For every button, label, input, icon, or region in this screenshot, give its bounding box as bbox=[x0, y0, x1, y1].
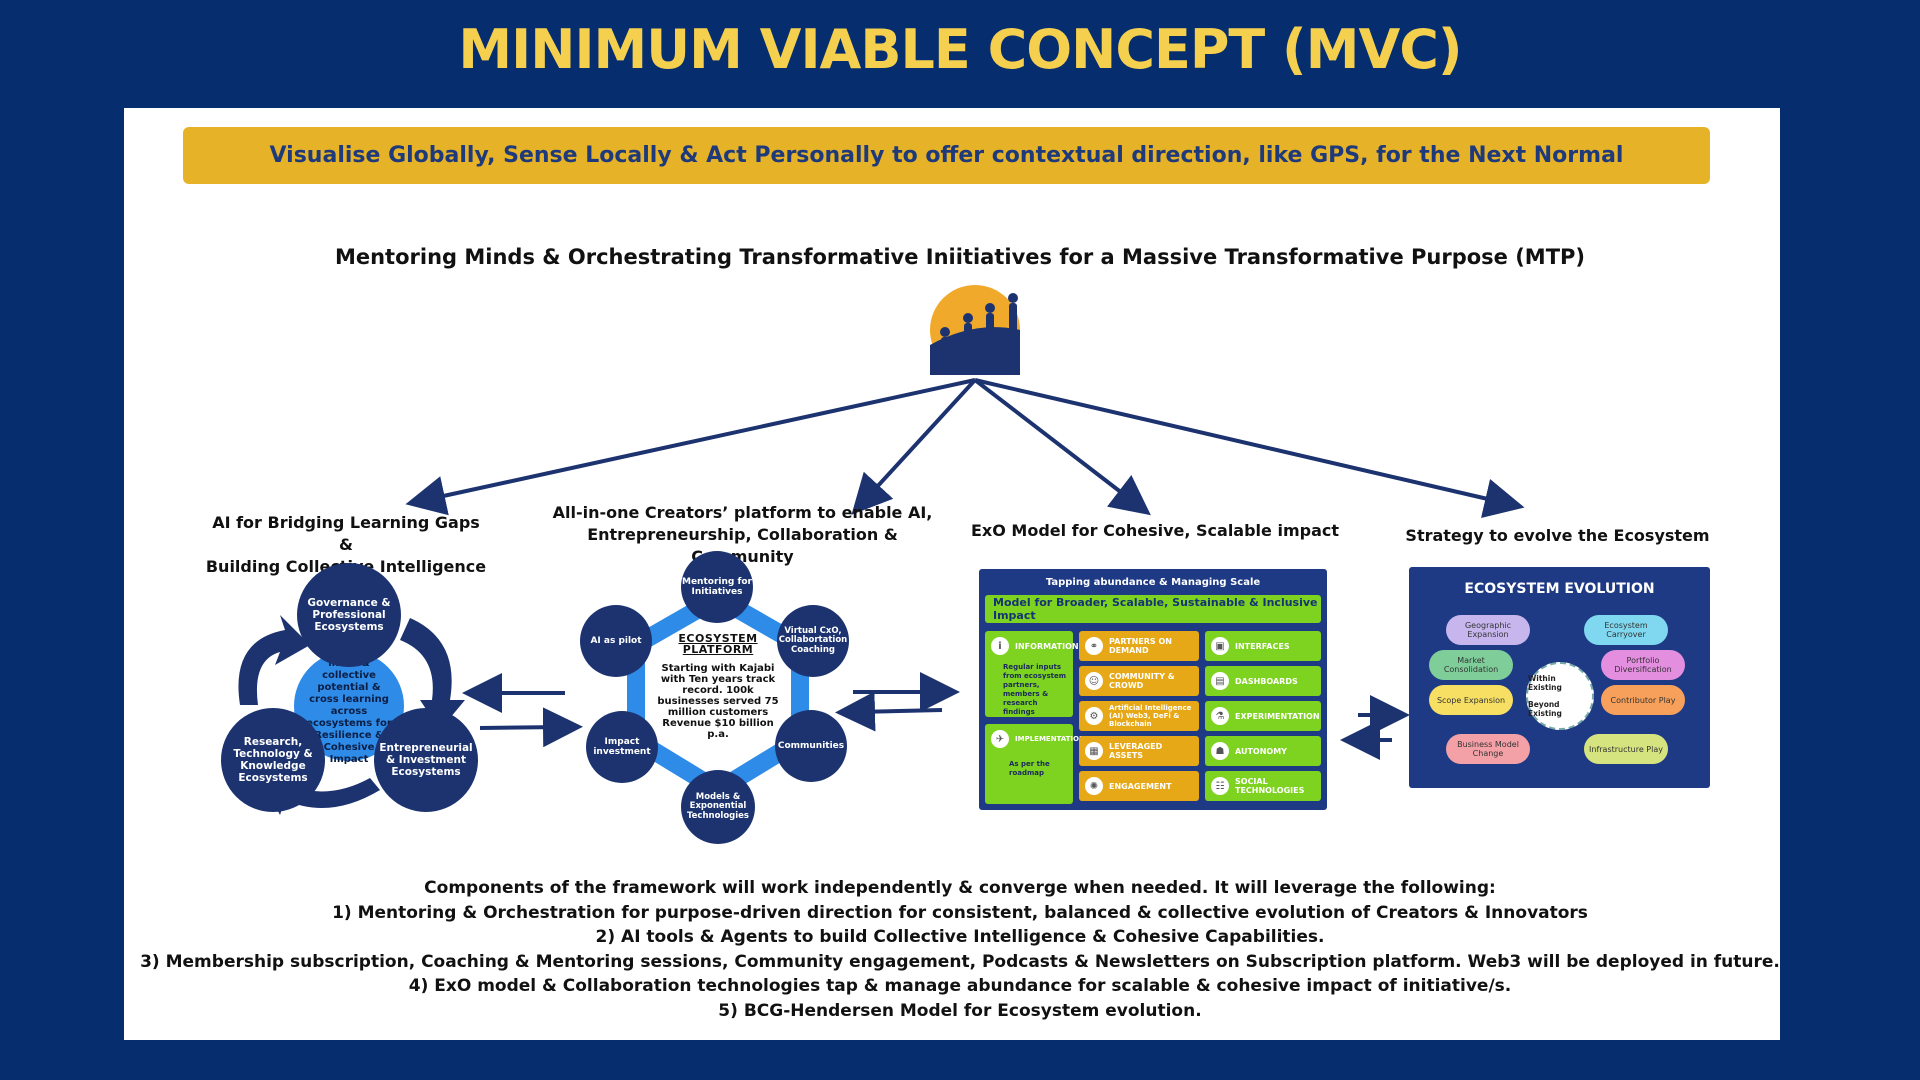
interfaces-icon: ▣ bbox=[1211, 637, 1229, 655]
components-item: 2) AI tools & Agents to build Collective… bbox=[595, 927, 1325, 947]
eco-infra: Infrastructure Play bbox=[1584, 734, 1668, 764]
hex-body: Starting with Kajabi with Ten years trac… bbox=[657, 663, 779, 740]
hex-title: ECOSYSTEM PLATFORM bbox=[678, 632, 758, 656]
tagline-banner: Visualise Globally, Sense Locally & Act … bbox=[183, 127, 1710, 184]
exo-interfaces-label: INTERFACES bbox=[1235, 641, 1290, 651]
exo-header: Tapping abundance & Managing Scale bbox=[1045, 577, 1261, 588]
autonomy-icon: ☗ bbox=[1211, 742, 1229, 760]
hex-node-communities: Communities bbox=[775, 710, 847, 782]
components-item: 5) BCG-Hendersen Model for Ecosystem evo… bbox=[718, 1000, 1202, 1021]
dashboard-icon: ▤ bbox=[1211, 672, 1229, 690]
components-intro: Components of the framework will work in… bbox=[424, 878, 1496, 898]
exo-information: i INFORMATION Regular inputs from ecosyst… bbox=[985, 631, 1079, 717]
exo-autonomy: ☗ AUTONOMY bbox=[1205, 736, 1321, 766]
implementation-icon: ✈ bbox=[991, 730, 1009, 748]
exo-information-sub: Regular inputs from ecosystem partners, … bbox=[1003, 663, 1067, 716]
mtp-heading: Mentoring Minds & Orchestrating Transfor… bbox=[334, 245, 1586, 269]
hex-node-mentoring: Mentoring for Initiatives bbox=[681, 551, 753, 623]
cycle-research: Research, Technology & Knowledge Ecosyst… bbox=[221, 708, 325, 812]
components-list: Components of the framework will work in… bbox=[0, 876, 1920, 1023]
exo-social-label: SOCIAL TECHNOLOGIES bbox=[1235, 777, 1305, 795]
exo-ai-label: Artificial Intelligence (AI) Web3, DeFi … bbox=[1109, 704, 1192, 728]
exo-experimentation: ⚗ EXPERIMENTATION bbox=[1205, 701, 1321, 731]
exo-information-label: INFORMATION bbox=[1015, 641, 1079, 651]
crowd-icon: ☺ bbox=[1085, 672, 1103, 690]
ai-icon: ⚙ bbox=[1085, 707, 1103, 725]
column-title-creators-line1: All-in-one Creators’ platform to enable … bbox=[552, 503, 933, 522]
eco-beyond: Beyond Existing bbox=[1528, 700, 1562, 718]
exo-community: ☺ COMMUNITY & CROWD bbox=[1079, 666, 1199, 696]
exo-autonomy-label: AUTONOMY bbox=[1235, 746, 1287, 756]
column-title-ai: AI for Bridging Learning Gaps & Building… bbox=[205, 512, 487, 578]
components-item: 4) ExO model & Collaboration technologie… bbox=[408, 976, 1512, 996]
exo-leveraged: ▦ LEVERAGED ASSETS bbox=[1079, 736, 1199, 766]
partners-icon: ⚭ bbox=[1085, 637, 1103, 655]
exo-dashboards-label: DASHBOARDS bbox=[1235, 676, 1298, 686]
engagement-icon: ✺ bbox=[1085, 777, 1103, 795]
hex-node-virtual: Virtual CxO, Collabortation Coaching bbox=[777, 605, 849, 677]
experiment-icon: ⚗ bbox=[1211, 707, 1229, 725]
ecosystem-evolution-card: ECOSYSTEM EVOLUTION Geographic Expansion… bbox=[1409, 567, 1710, 788]
exo-engagement: ✺ ENGAGEMENT bbox=[1079, 771, 1199, 801]
eco-market: Market Consolidation bbox=[1429, 650, 1513, 680]
exo-community-label: COMMUNITY & CROWD bbox=[1109, 672, 1175, 690]
hex-node-models: Models & Exponential Technologies bbox=[681, 770, 755, 844]
exo-engagement-label: ENGAGEMENT bbox=[1109, 781, 1172, 791]
eco-bmc: Business Model Change bbox=[1446, 734, 1530, 764]
column-title-ai-line1: AI for Bridging Learning Gaps & bbox=[212, 513, 480, 554]
components-item: 1) Mentoring & Orchestration for purpose… bbox=[332, 902, 1588, 923]
column-title-exo: ExO Model for Cohesive, Scalable impact bbox=[970, 521, 1339, 540]
social-icon: ☷ bbox=[1211, 777, 1229, 795]
components-item: 3) Membership subscription, Coaching & M… bbox=[140, 951, 1780, 972]
assets-icon: ▦ bbox=[1085, 742, 1103, 760]
exo-partners-label: PARTNERS ON DEMAND bbox=[1109, 637, 1172, 655]
exo-implementation-sub: As per the roadmap bbox=[1009, 760, 1050, 777]
eco-within: Within Existing bbox=[1528, 674, 1562, 692]
exo-experimentation-label: EXPERIMENTATION bbox=[1235, 711, 1320, 721]
page-title: MINIMUM VIABLE CONCEPT (MVC) bbox=[458, 18, 1462, 81]
hex-node-aipilot: AI as pilot bbox=[580, 605, 652, 677]
eco-center: Within Existing Beyond Existing bbox=[1526, 662, 1594, 730]
exo-ai: ⚙ Artificial Intelligence (AI) Web3, DeFi… bbox=[1079, 701, 1199, 731]
exo-partners: ⚭ PARTNERS ON DEMAND bbox=[1079, 631, 1199, 661]
eco-title: ECOSYSTEM EVOLUTION bbox=[1464, 581, 1655, 597]
cycle-entrepreneurial: Entrepreneurial & Investment Ecosystems bbox=[374, 708, 478, 812]
column-title-creators: All-in-one Creators’ platform to enable … bbox=[545, 502, 940, 568]
eco-carryover: Ecosystem Carryover bbox=[1584, 615, 1668, 645]
exo-implementation-label: IMPLEMENTATION bbox=[1015, 735, 1085, 743]
eco-portfolio: Portfolio Diversification bbox=[1601, 650, 1685, 680]
exo-dashboards: ▤ DASHBOARDS bbox=[1205, 666, 1321, 696]
eco-geographic: Geographic Expansion bbox=[1446, 615, 1530, 645]
hex-center: ECOSYSTEM PLATFORM Starting with Kajabi … bbox=[652, 633, 784, 740]
cycle-center: Tapping into inner & collective potentia… bbox=[294, 646, 404, 765]
info-icon: i bbox=[991, 637, 1009, 655]
exo-social: ☷ SOCIAL TECHNOLOGIES bbox=[1205, 771, 1321, 801]
logo-icon bbox=[930, 285, 1020, 375]
column-title-strategy: Strategy to evolve the Ecosystem bbox=[1405, 526, 1710, 545]
exo-leveraged-label: LEVERAGED ASSETS bbox=[1109, 742, 1163, 760]
exo-implementation: ✈ IMPLEMENTATION As per the roadmap bbox=[985, 724, 1085, 804]
exo-bar: Model for Broader, Scalable, Sustainable… bbox=[985, 595, 1321, 623]
exo-interfaces: ▣ INTERFACES bbox=[1205, 631, 1321, 661]
eco-contributor: Contributor Play bbox=[1601, 685, 1685, 715]
cycle-governance: Governance & Professional Ecosystems bbox=[297, 563, 401, 667]
hex-node-impact: Impact investment bbox=[586, 711, 658, 783]
eco-scope: Scope Expansion bbox=[1429, 685, 1513, 715]
exo-model-card: Tapping abundance & Managing Scale Model… bbox=[979, 569, 1327, 810]
